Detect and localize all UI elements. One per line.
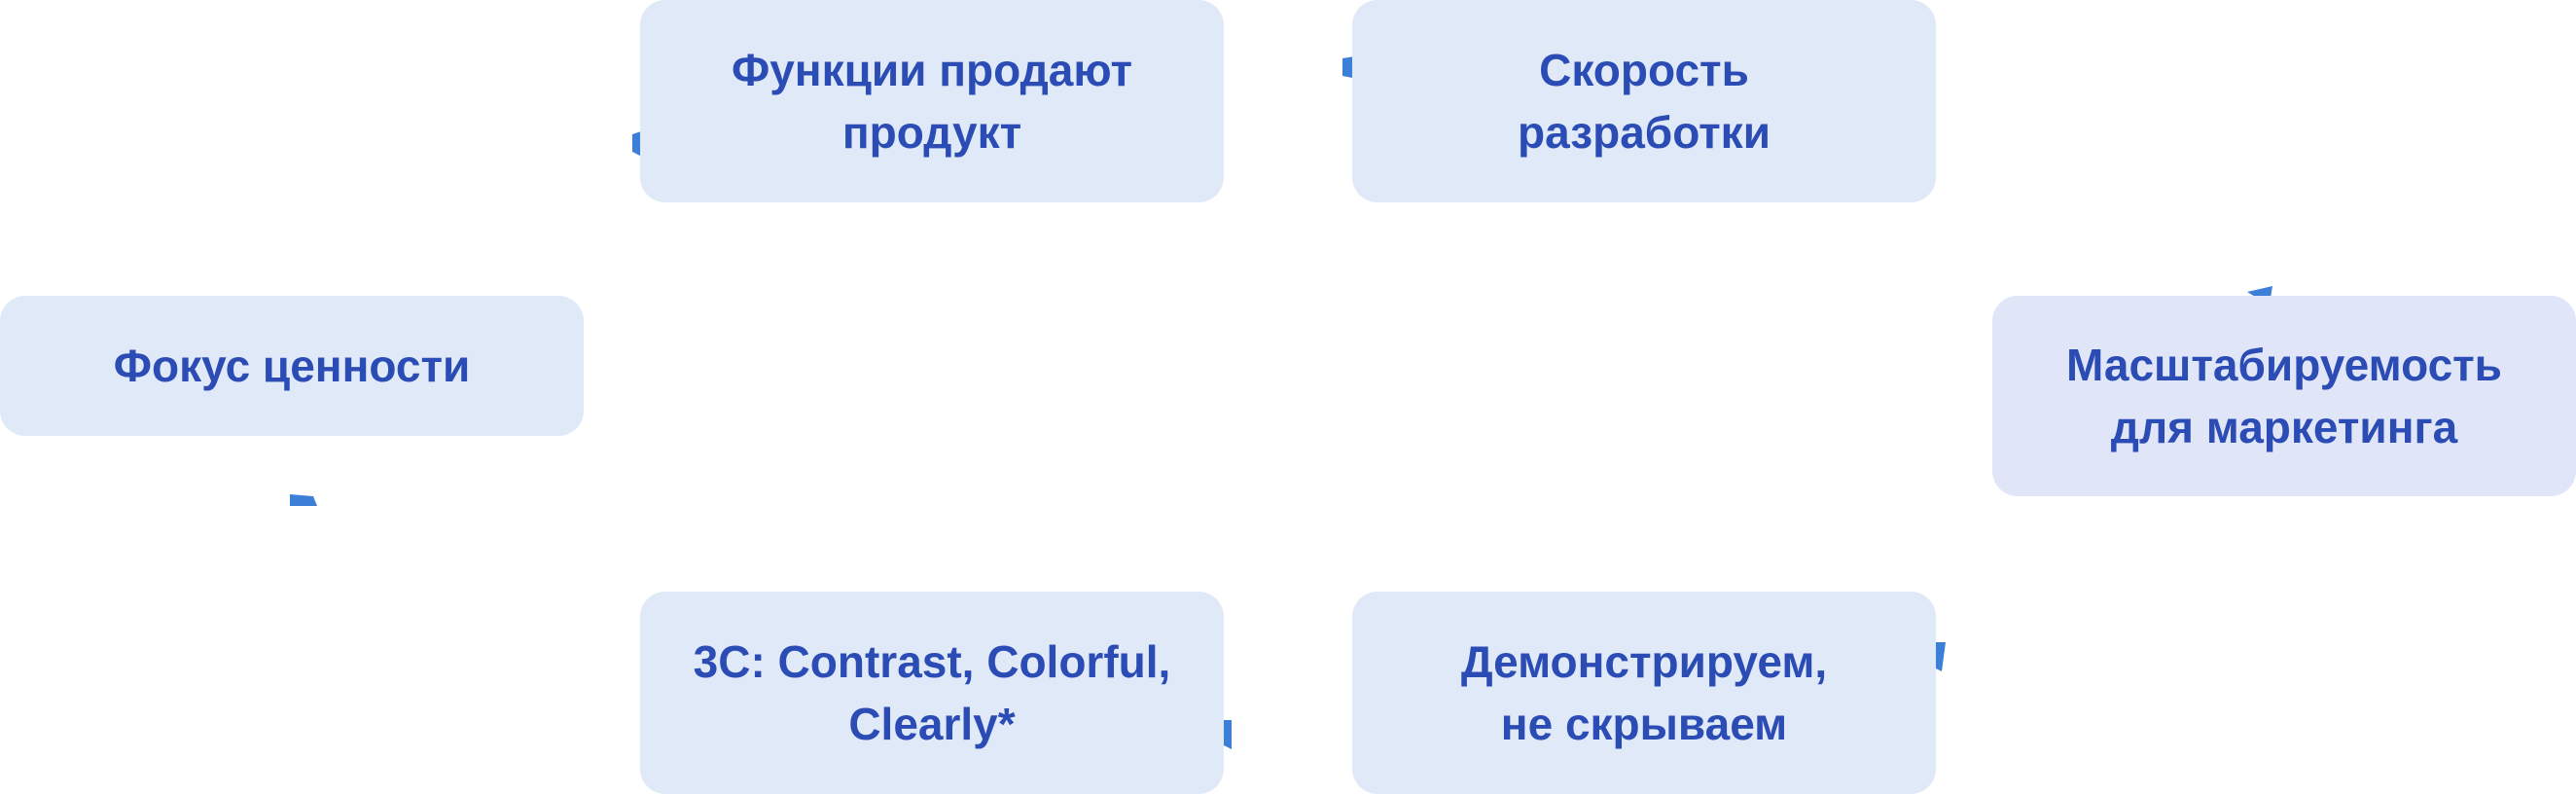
node-three-c: 3C: Contrast, Colorful, Clearly* [640,592,1224,794]
node-label: Масштабируемость [2066,340,2502,390]
node-demonstrate: Демонстрируем, не скрываем [1352,592,1936,794]
node-label: продукт [841,107,1022,158]
node-dev-speed: Скорость разработки [1352,0,1936,202]
node-label: Демонстрируем, [1460,636,1828,687]
node-label: Функции продают [731,45,1133,95]
node-features-sell: Функции продают продукт [640,0,1224,202]
node-value-focus: Фокус ценности [0,296,584,436]
node-label: Clearly* [848,699,1016,749]
arrow-tip-into-threec [1224,720,1232,749]
arrow-tip-into-focus [290,494,317,506]
node-label: Фокус ценности [113,341,471,391]
node-label: 3C: Contrast, Colorful, [693,636,1171,687]
node-label: Скорость [1539,45,1749,95]
node-marketing-scale: Масштабируемость для маркетинга [1992,296,2576,496]
node-label: не скрываем [1500,699,1788,749]
node-label: для маркетинга [2110,402,2458,452]
node-label: разработки [1518,107,1771,158]
